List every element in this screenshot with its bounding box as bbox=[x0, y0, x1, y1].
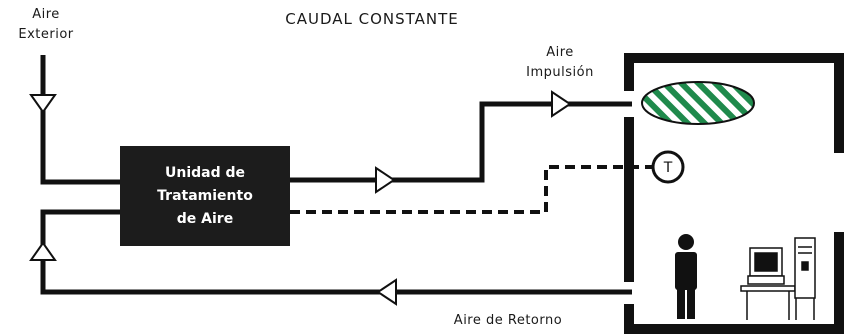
ahu-label-line2: Tratamiento bbox=[157, 188, 253, 204]
computer-workstation-icon bbox=[740, 237, 816, 320]
supply-arrow-icon-1 bbox=[375, 166, 396, 194]
room-walls bbox=[624, 53, 844, 334]
control-signal-line bbox=[290, 165, 652, 214]
outside-air-arrow-icon bbox=[29, 94, 57, 114]
supply-air-duct bbox=[290, 101, 632, 183]
air-handling-unit bbox=[120, 146, 290, 246]
thermostat-label: T bbox=[663, 160, 673, 176]
thermostat-icon bbox=[651, 150, 685, 184]
person-icon bbox=[675, 234, 697, 319]
outside-air-label-line2: Exterior bbox=[18, 27, 73, 42]
ahu-label-line1: Unidad de bbox=[165, 165, 245, 181]
outside-air-duct bbox=[40, 55, 121, 185]
return-arrow-icon-2 bbox=[376, 278, 397, 306]
ahu-label-line3: de Aire bbox=[177, 211, 233, 227]
return-arrow-icon-1 bbox=[29, 241, 57, 261]
supply-air-label-line2: Impulsión bbox=[526, 65, 594, 80]
diagram-title: CAUDAL CONSTANTE bbox=[285, 10, 459, 28]
diffuser-icon bbox=[641, 81, 755, 125]
supply-air-label-line1: Aire bbox=[546, 45, 574, 60]
supply-arrow-icon-2 bbox=[551, 90, 572, 118]
outside-air-label-line1: Aire bbox=[32, 7, 60, 22]
return-air-label: Aire de Retorno bbox=[454, 313, 562, 328]
